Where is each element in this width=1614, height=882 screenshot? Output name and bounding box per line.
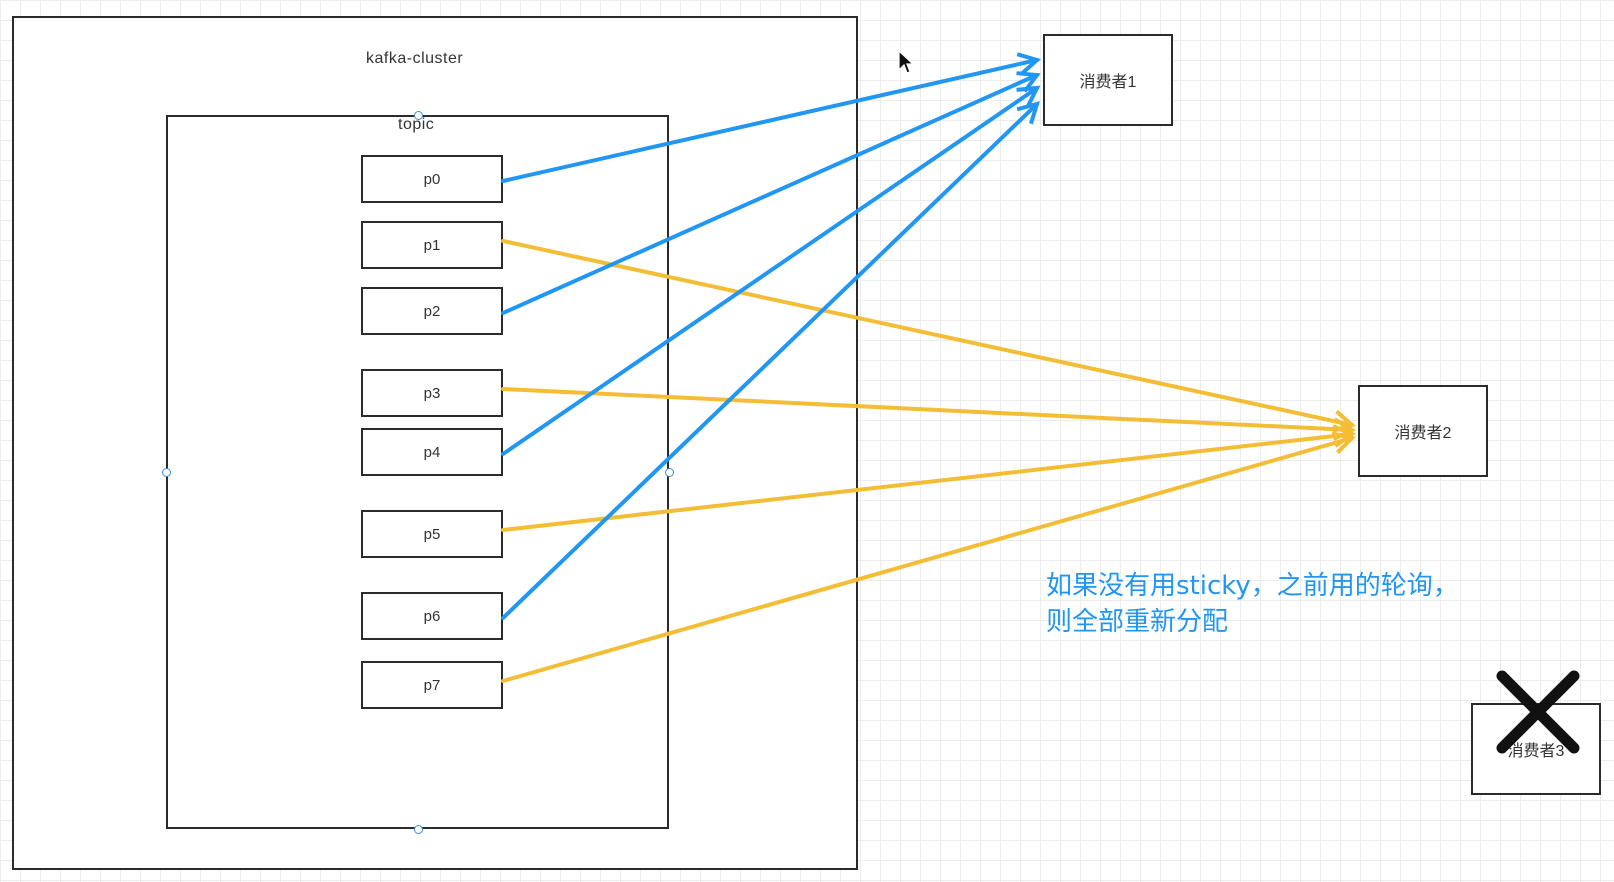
arrow-p2-to-c1	[501, 75, 1037, 315]
topic-handle-bottom[interactable]	[414, 825, 423, 834]
arrow-p7-to-c2	[501, 438, 1352, 683]
consumer-2-label: 消费者2	[1394, 425, 1452, 442]
arrow-p1-to-c2	[501, 239, 1352, 425]
kafka-cluster-label: kafka-cluster	[366, 50, 464, 67]
partition-label: p7	[423, 676, 441, 694]
partition-p4[interactable]: p4	[361, 428, 503, 476]
arrow-p0-to-c1	[501, 60, 1037, 183]
partition-p2[interactable]: p2	[361, 287, 503, 335]
note-line-2: 则全部重新分配	[1046, 607, 1229, 637]
arrow-p5-to-c2	[501, 434, 1352, 532]
partition-label: p0	[423, 170, 441, 188]
rebalance-note: 如果没有用sticky，之前用的轮询， 则全部重新分配	[1046, 568, 1486, 640]
arrow-p3-to-c2	[501, 387, 1352, 430]
topic-handle-top[interactable]	[414, 111, 423, 120]
partition-label: p4	[423, 443, 441, 461]
partition-p7[interactable]: p7	[361, 661, 503, 709]
topic-handle-right[interactable]	[665, 468, 674, 477]
partition-p0[interactable]: p0	[361, 155, 503, 203]
consumer-3-label: 消费者3	[1507, 743, 1565, 760]
partition-p3[interactable]: p3	[361, 369, 503, 417]
partition-label: p3	[423, 384, 441, 402]
consumer-2-box[interactable]: 消费者2	[1358, 385, 1488, 477]
partition-p6[interactable]: p6	[361, 592, 503, 640]
removed-x-icon	[1496, 670, 1580, 754]
arrow-p4-to-c1	[501, 88, 1037, 456]
consumer-1-label: 消费者1	[1079, 74, 1137, 91]
mouse-cursor-icon	[898, 50, 914, 74]
partition-label: p1	[423, 236, 441, 254]
partition-p1[interactable]: p1	[361, 221, 503, 269]
partition-p5[interactable]: p5	[361, 510, 503, 558]
topic-handle-left[interactable]	[162, 468, 171, 477]
partition-label: p6	[423, 607, 441, 625]
consumer-1-box[interactable]: 消费者1	[1043, 34, 1173, 126]
partition-label: p2	[423, 302, 441, 320]
topic-label: topic	[398, 116, 435, 133]
partition-label: p5	[423, 525, 441, 543]
arrow-p6-to-c1	[501, 104, 1037, 620]
note-line-1: 如果没有用sticky，之前用的轮询，	[1046, 571, 1459, 601]
